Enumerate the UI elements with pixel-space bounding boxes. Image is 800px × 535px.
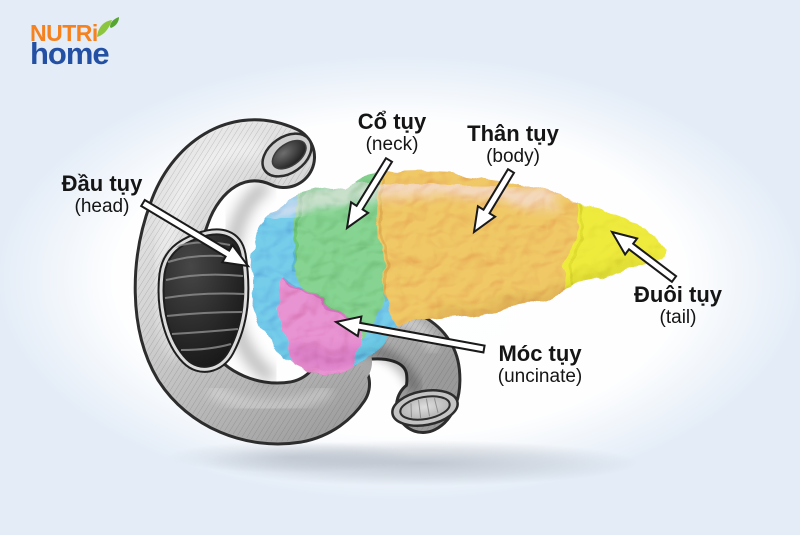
logo-text-nutri: NUTRi — [30, 20, 98, 46]
arrow-tail — [609, 230, 678, 284]
logo-text-home: home — [30, 36, 110, 71]
label-tail: Đuôi tụy (tail) — [634, 282, 722, 329]
label-body-en: (body) — [486, 146, 540, 167]
label-head-vi: Đầu tụy — [61, 171, 143, 196]
label-body-vi: Thân tụy — [467, 121, 559, 146]
label-neck-vi: Cổ tụy — [357, 109, 427, 134]
arrow-neck — [345, 156, 394, 231]
duodenum-open-end-top — [261, 132, 313, 178]
label-uncinate-en: (uncinate) — [497, 366, 583, 387]
arrow-head — [139, 198, 251, 268]
label-body: Thân tụy (body) — [467, 121, 559, 168]
arrow-uncinate — [333, 315, 486, 354]
label-neck: Cổ tụy (neck) — [357, 109, 427, 156]
nutrihome-logo: NUTRi home — [30, 17, 120, 71]
label-tail-vi: Đuôi tụy — [634, 282, 722, 307]
duodenum — [133, 118, 462, 446]
label-tail-en: (tail) — [659, 307, 697, 328]
label-uncinate: Móc tụy (uncinate) — [497, 341, 583, 388]
duodenum-open-end-bottom — [391, 389, 459, 427]
label-neck-en: (neck) — [365, 134, 419, 155]
label-uncinate-vi: Móc tụy — [498, 341, 582, 366]
ground-shadow — [167, 440, 638, 486]
label-head-en: (head) — [74, 196, 130, 217]
label-head: Đầu tụy (head) — [61, 171, 143, 218]
pointer-arrows — [139, 156, 678, 354]
arrow-body — [472, 167, 516, 235]
leaf-icon — [96, 17, 119, 37]
